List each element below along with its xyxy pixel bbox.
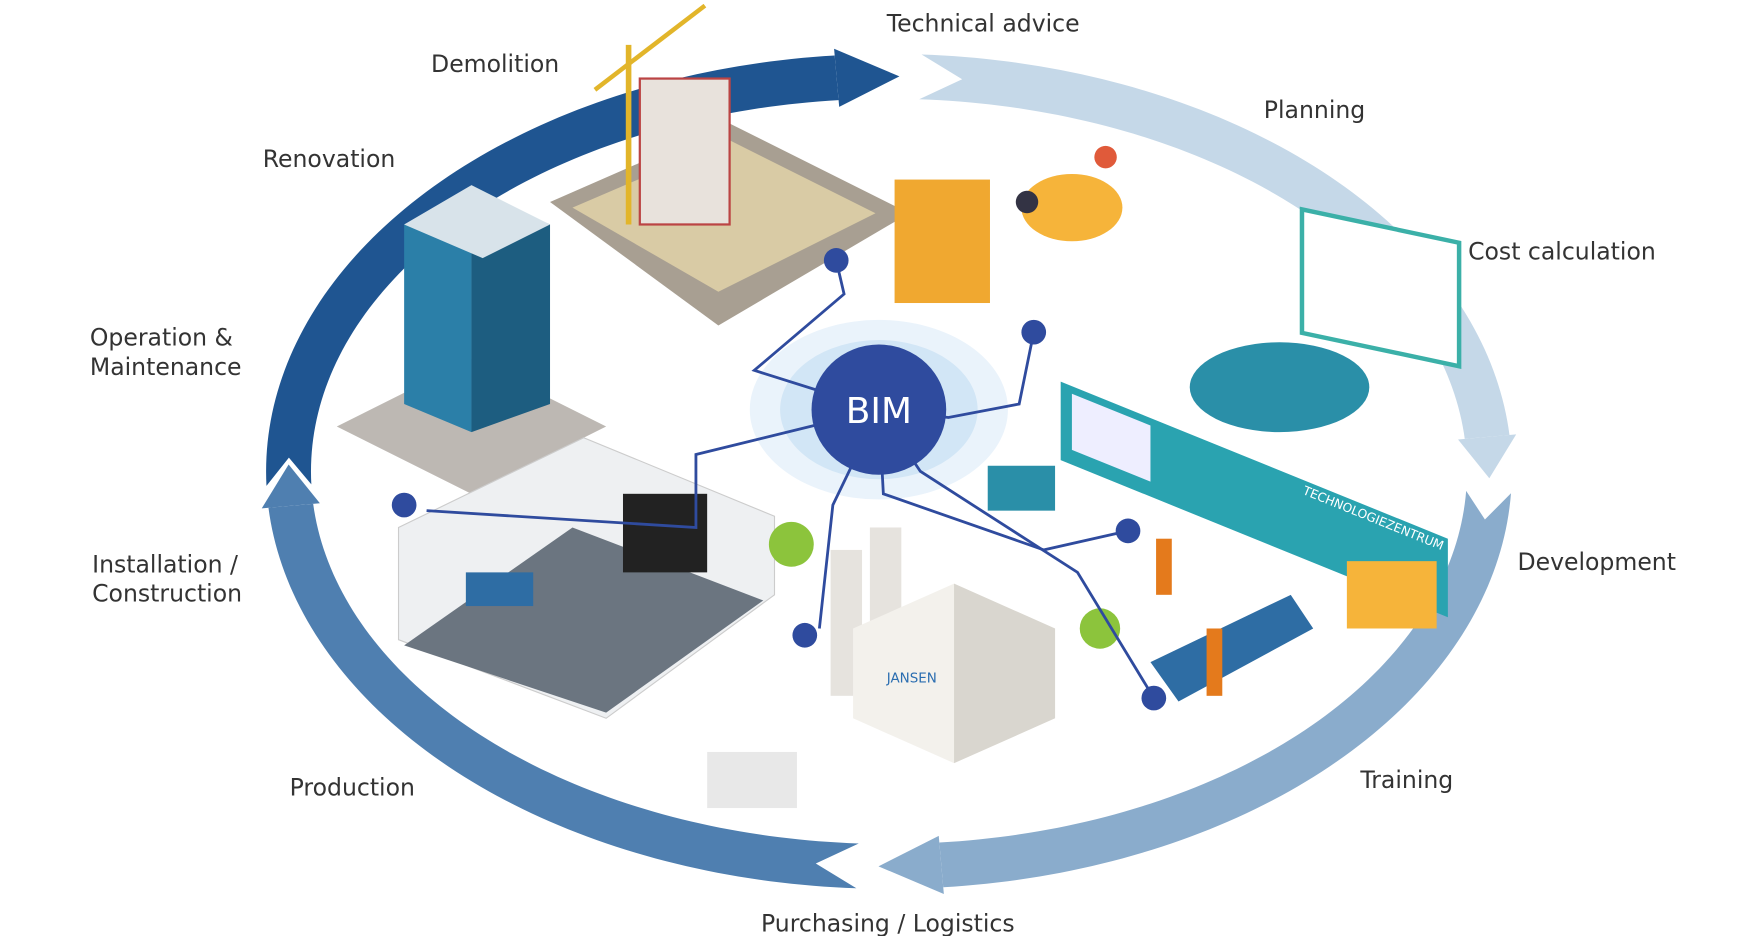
label-operation-line1: Operation &	[90, 324, 233, 352]
connector-lines	[391, 248, 1167, 711]
ring-segment-medium-arrowhead	[261, 464, 320, 509]
label-technical-advice: Technical advice	[886, 9, 1080, 37]
label-training: Training	[1359, 766, 1453, 794]
production-hall-illustration	[397, 437, 776, 719]
label-development: Development	[1517, 548, 1676, 576]
bim-circle	[811, 344, 947, 475]
label-renovation: Renovation	[263, 145, 396, 173]
demolition-site-illustration	[550, 3, 910, 326]
planning-office-illustration	[894, 145, 1123, 304]
label-purchasing-logistics: Purchasing / Logistics	[761, 910, 1015, 936]
factory-brand: JANSEN	[886, 671, 937, 686]
label-installation-line2: Construction	[92, 580, 242, 608]
training-workshop-illustration	[987, 465, 1314, 702]
factory-illustration: JANSEN	[707, 521, 1121, 809]
label-operation-line2: Maintenance	[90, 353, 242, 381]
ring-segment-light-arrowhead	[1458, 434, 1517, 479]
technology-center-illustration: TECHNOLOGIEZENTRUM	[1060, 206, 1462, 629]
ring-segment-medium-light-arrowhead	[878, 835, 944, 894]
connector-node	[1141, 685, 1167, 711]
label-production: Production	[290, 774, 415, 802]
label-planning: Planning	[1264, 96, 1365, 124]
ring-segment-medium	[268, 503, 859, 889]
connector-node	[792, 622, 818, 648]
connector-node	[1115, 518, 1141, 544]
connector-node	[391, 492, 417, 518]
ring-segment-medium-light	[939, 490, 1511, 888]
connector-node	[823, 248, 849, 273]
label-cost-calculation: Cost calculation	[1468, 237, 1656, 265]
ring-segment-dark-arrowhead	[834, 48, 900, 107]
connector-node	[1021, 319, 1047, 345]
bim-hub: BIM	[391, 248, 1167, 711]
label-demolition: Demolition	[431, 50, 559, 78]
bim-label: BIM	[846, 391, 912, 432]
ring-segment-dark	[266, 55, 839, 486]
connector-line	[426, 408, 880, 529]
label-installation-line1: Installation /	[92, 550, 238, 578]
